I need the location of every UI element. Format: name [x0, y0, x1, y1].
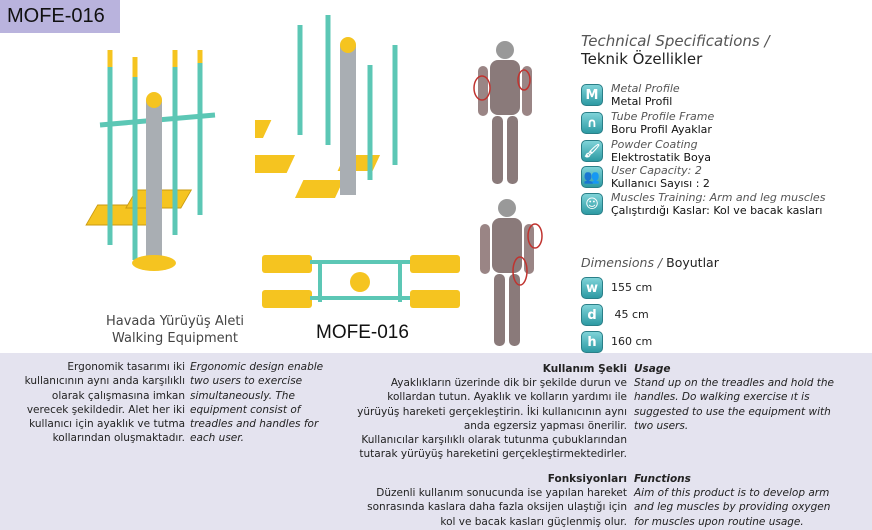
functions-en: Aim of this product is to develop arm an… [634, 487, 831, 528]
muscle-figure-back [473, 41, 532, 184]
user-capacity-icon: 👥 [581, 166, 603, 188]
metal-profile-icon: M [581, 84, 603, 106]
dimensions-title: Dimensions / Boyutlar [581, 255, 719, 270]
spec-en: Metal Profile [611, 82, 680, 95]
dimension-value: 155 cm [611, 280, 653, 294]
dimensions-title-tr: Boyutlar [666, 255, 719, 270]
depth-icon: d [581, 304, 603, 326]
spec-tr: Boru Profil Ayaklar [611, 123, 712, 136]
functions-tr: Düzenli kullanım sonucunda ise yapılan h… [367, 487, 627, 528]
description-en: Ergonomic design enable two users to exe… [190, 361, 324, 445]
product-code-badge: MOFE-016 [0, 0, 120, 33]
muscle-figure-front [480, 199, 543, 346]
caption: Havada Yürüyüş Aleti Walking Equipment [90, 313, 260, 347]
spec-tr: Kullanıcı Sayısı : 2 [611, 177, 710, 190]
spec-tr: Çalıştırdığı Kaslar: Kol ve bacak kaslar… [611, 204, 823, 217]
equipment-image-front [85, 50, 216, 271]
usage-title-tr: Kullanım Şekli [542, 363, 627, 375]
dimension-value: 45 cm [611, 307, 649, 321]
usage-en: Stand up on the treadles and hold the ha… [634, 377, 835, 432]
usage-tr: Ayaklıkların üzerinde dik bir şekilde du… [357, 377, 627, 461]
product-code-label: MOFE-016 [316, 322, 409, 343]
caption-en: Walking Equipment [112, 331, 238, 346]
dimension-value: 160 cm [611, 334, 653, 348]
functions-title-tr: Fonksiyonları [547, 473, 627, 485]
spec-en: Tube Profile Frame [611, 110, 715, 123]
width-icon: w [581, 277, 603, 299]
dimension-height: h 160 cm [581, 329, 652, 353]
spec-en: Muscles Training: Arm and leg muscles [611, 191, 826, 204]
description-panel [0, 353, 872, 530]
dimension-width: w 155 cm [581, 275, 652, 299]
spec-tr: Metal Profil [611, 95, 673, 108]
spec-en: User Capacity: 2 [611, 164, 702, 177]
spec-tr: Elektrostatik Boya [611, 151, 712, 164]
description-tr: Ergonomik tasarımı iki kullanıcının aynı… [24, 361, 185, 445]
caption-tr: Havada Yürüyüş Aleti [105, 314, 245, 329]
equipment-image-top [262, 255, 460, 308]
spec-en: Powder Coating [611, 138, 698, 151]
spec-title-en: Technical Specifications / [581, 32, 770, 50]
equipment-image-side [255, 15, 398, 198]
dimension-depth: d 45 cm [581, 302, 649, 326]
usage-title-en: Usage [634, 363, 671, 375]
powder-coating-icon: 🖌 [581, 140, 603, 162]
spec-title-tr: Teknik Özellikler [581, 50, 703, 68]
dimensions-title-en: Dimensions / [581, 255, 663, 270]
height-icon: h [581, 331, 603, 353]
muscle-training-icon: ☺ [581, 193, 603, 215]
functions-title-en: Functions [634, 473, 691, 485]
spec-title: Technical Specifications / Teknik Özelli… [581, 32, 770, 68]
tube-frame-icon: ∩ [581, 112, 603, 134]
